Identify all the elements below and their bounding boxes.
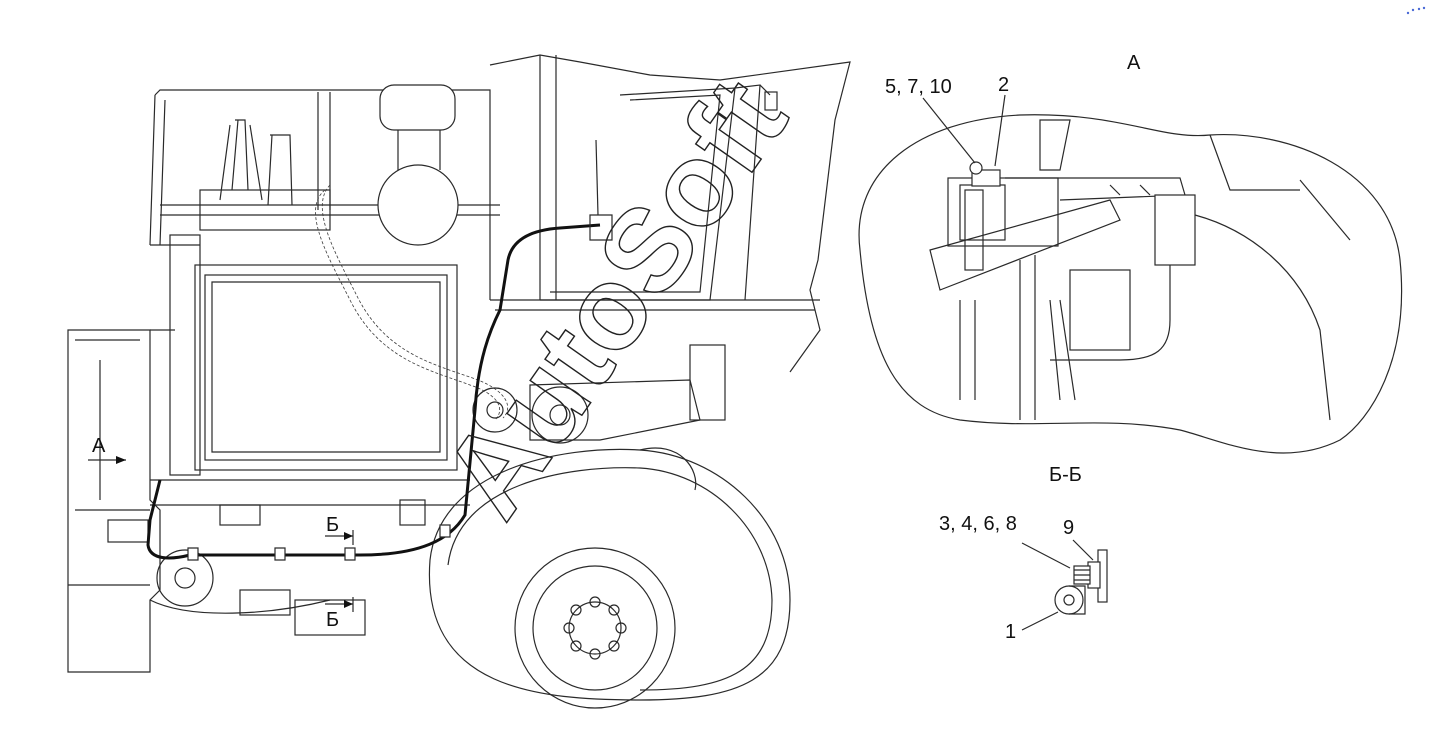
callout-detail-a-right: 2 [998, 74, 1009, 96]
wheel-bolts [563, 596, 627, 660]
callout-detail-a-left: 5, 7, 10 [885, 76, 952, 98]
detail-view-a: 5, 7, 10 2 А [858, 52, 1403, 454]
section-bb-title: Б-Б [1049, 464, 1082, 486]
section-b-bottom-label: Б [326, 609, 339, 631]
view-a-arrow-label: А [92, 435, 106, 457]
section-bb: Б-Б 3, 4, 6, 8 9 1 [939, 464, 1108, 643]
section-b-marker-bottom: Б [325, 597, 354, 631]
callout-section-bb-right: 9 [1063, 517, 1074, 539]
callout-section-bb-bottom: 1 [1005, 621, 1016, 643]
section-b-top-label: Б [326, 514, 339, 536]
view-a-arrow: А [88, 435, 126, 464]
routed-line [146, 139, 613, 561]
view-a-title: А [1127, 52, 1141, 74]
callout-section-bb-left: 3, 4, 6, 8 [939, 513, 1017, 535]
section-b-marker-top: Б [325, 514, 354, 545]
machine-side-view [67, 54, 851, 709]
corner-mark [1406, 6, 1426, 15]
